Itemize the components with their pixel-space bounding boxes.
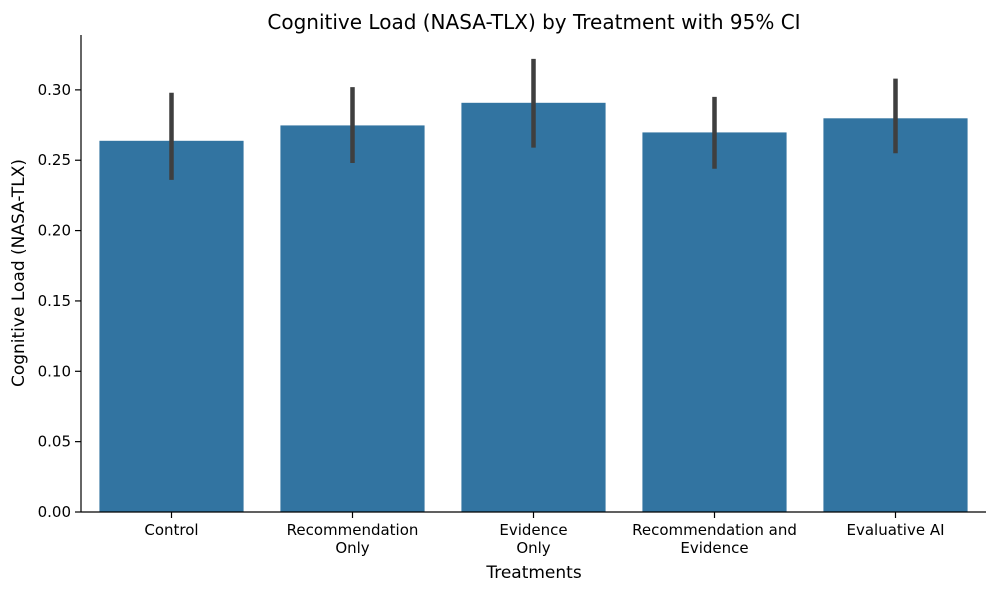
bar [279,124,426,513]
bar [641,131,788,513]
y-ticks-group: 0.00 0.05 0.10 0.15 0.20 0.25 0.30 [38,81,81,521]
error-bars-group [169,58,898,180]
y-axis-label: Cognitive Load (NASA-TLX) [9,159,29,387]
y-tick-label: 0.05 [38,433,71,451]
y-tick-label: 0.15 [38,292,71,310]
y-tick-label: 0.10 [38,362,71,380]
y-tick-label: 0.30 [38,81,71,99]
bars-group [98,102,969,513]
bar [98,140,245,513]
x-axis-label: Treatments [485,563,582,583]
y-tick-label: 0.00 [38,503,71,521]
x-tick-label: Evaluative AI [846,521,944,539]
y-tick-label: 0.20 [38,222,71,240]
bar [460,102,607,513]
chart-title: Cognitive Load (NASA-TLX) by Treatment w… [267,10,800,34]
x-tick-label: Control [144,521,198,539]
bar [822,117,969,513]
y-tick-label: 0.25 [38,151,71,169]
